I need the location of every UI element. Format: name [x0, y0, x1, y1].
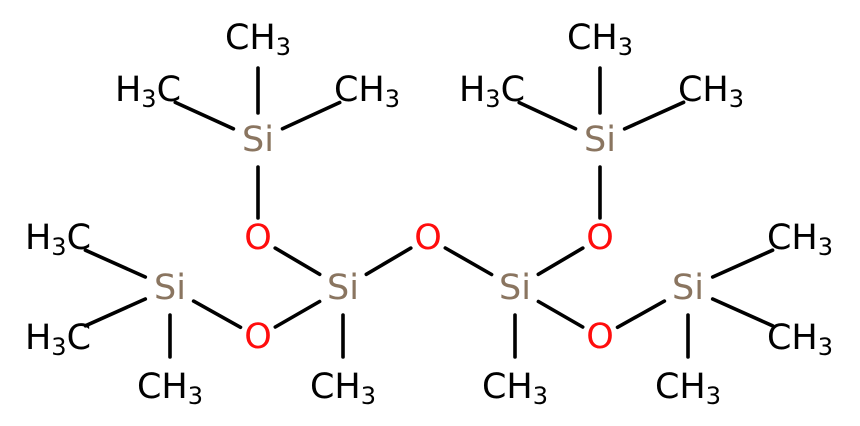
atom-label-si-upper-left: Si — [242, 120, 274, 160]
bond-layer — [83, 66, 775, 359]
atom-label-si-center-right: Si — [499, 268, 531, 308]
atom-label-me-top-left: CH3​ — [225, 18, 291, 61]
bond-si-center-left-o-bridge — [364, 246, 413, 277]
atom-label-me-upper-left-l: H3​C — [115, 70, 181, 113]
atom-label-me-center-left: CH3​ — [310, 367, 376, 410]
atom-label-me-center-right: CH3​ — [482, 367, 548, 410]
atom-label-me-left-bottom: CH3​ — [137, 367, 203, 410]
bond-o-lower-left-si-center-left — [273, 299, 322, 329]
atom-label-o-upper-right: O — [586, 218, 614, 258]
atom-label-me-upper-left-r: CH3​ — [334, 70, 400, 113]
bond-si-left-me-left-upper — [83, 248, 148, 279]
bond-si-center-right-o-lower-right — [536, 299, 585, 329]
bond-o-upper-right-si-center-right — [536, 246, 585, 277]
bond-si-upper-right-me-upper-right-l — [517, 100, 578, 131]
atom-label-o-lower-right: O — [586, 317, 614, 357]
bond-o-upper-left-si-center-left — [273, 246, 322, 277]
bond-si-upper-left-me-upper-left-r — [280, 100, 342, 131]
atom-label-si-upper-right: Si — [584, 120, 616, 160]
bond-si-right-me-right-upper — [710, 248, 775, 279]
atom-label-si-left: Si — [154, 268, 186, 308]
bond-si-left-o-lower-left — [191, 299, 243, 330]
atom-label-o-bridge: O — [414, 218, 442, 258]
bond-si-left-me-left-lower — [83, 297, 148, 328]
atom-label-si-center-left: Si — [327, 268, 359, 308]
bond-o-bridge-si-center-right — [443, 246, 494, 277]
atom-label-me-left-upper: H3​C — [25, 218, 91, 261]
atom-label-me-upper-right-r: CH3​ — [678, 70, 744, 113]
bond-si-upper-left-me-upper-left-l — [173, 100, 236, 131]
atom-label-si-right: Si — [672, 268, 704, 308]
atom-label-me-left-lower: H3​C — [25, 318, 91, 361]
atom-label-o-lower-left: O — [244, 317, 272, 357]
bond-si-right-me-right-lower — [710, 297, 775, 328]
atom-label-me-top-right: CH3​ — [567, 18, 633, 61]
bond-o-lower-right-si-right — [615, 299, 667, 330]
atom-label-o-upper-left: O — [244, 218, 272, 258]
atom-label-me-right-bottom: CH3​ — [655, 367, 721, 410]
atom-label-me-right-upper: CH3​ — [767, 218, 833, 261]
atom-label-me-right-lower: CH3​ — [767, 318, 833, 361]
atom-label-me-upper-right-l: H3​C — [459, 70, 525, 113]
bond-si-upper-right-me-upper-right-r — [622, 100, 686, 131]
atom-label-layer: CH3​H3​CCH3​SiOCH3​H3​CCH3​SiOOSiSiH3​CH… — [25, 18, 833, 410]
